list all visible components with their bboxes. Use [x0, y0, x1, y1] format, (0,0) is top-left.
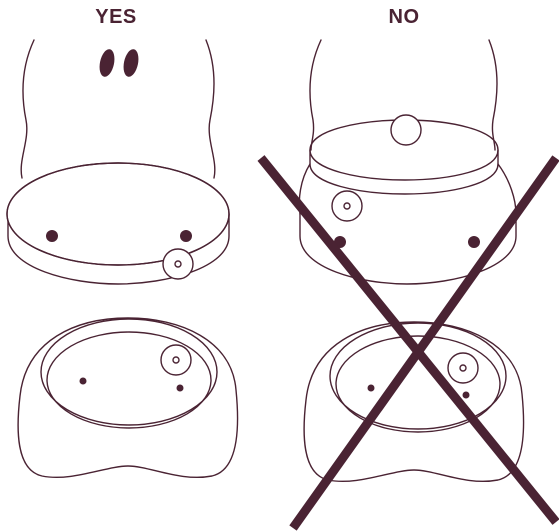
hole-dot [468, 236, 480, 248]
button-center [172, 356, 180, 364]
yes-rim-outer [40, 318, 218, 426]
button-ring [447, 352, 479, 384]
button-center [174, 260, 182, 268]
no-bottom-outline [303, 321, 525, 482]
yes-label: YES [95, 6, 137, 28]
button-center [459, 364, 467, 372]
hole-dot [180, 230, 192, 242]
eye-left [99, 49, 115, 77]
hole-dot [46, 230, 58, 242]
no-side-view [298, 39, 517, 285]
no-bottom-view [303, 321, 525, 482]
button-ring [331, 190, 363, 222]
button-ring [160, 344, 192, 376]
button-ring [162, 248, 194, 280]
yes-bottom-outline [17, 317, 239, 478]
top-nub [390, 114, 422, 146]
yes-body-outline [20, 39, 35, 179]
no-rim-inner [335, 335, 501, 433]
no-label: NO [388, 6, 420, 28]
yes-side-view [6, 39, 230, 285]
eye-right [123, 49, 139, 77]
button-center [343, 202, 351, 210]
x-cross-icon [257, 155, 559, 531]
no-rim-outer [329, 322, 507, 430]
yes-bottom-view [17, 317, 239, 478]
yes-rim-inner [46, 331, 212, 429]
yes-base [7, 213, 230, 285]
